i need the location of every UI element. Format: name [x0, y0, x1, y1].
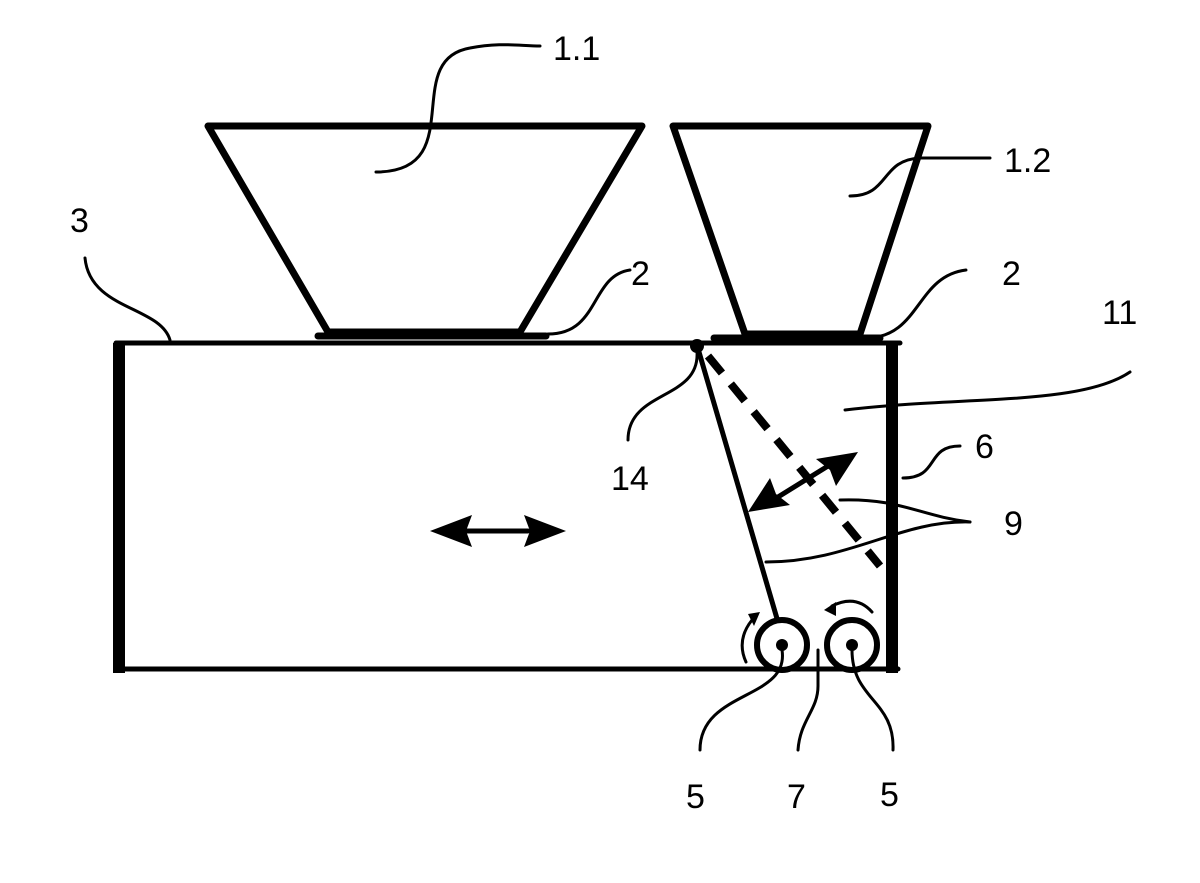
pivot-point — [690, 339, 704, 353]
leader-6 — [901, 444, 962, 480]
label-pivot: 14 — [611, 460, 649, 498]
double-arrow-diagonal-icon — [748, 452, 858, 512]
label-hopper-right: 1.2 — [1004, 142, 1051, 180]
label-hopper-left: 1.1 — [553, 30, 600, 68]
label-outlet-right: 2 — [1002, 255, 1021, 293]
label-frame: 3 — [70, 202, 89, 240]
roller-right — [824, 617, 880, 673]
roller-left — [754, 617, 810, 673]
label-roller-right: 5 — [880, 776, 899, 814]
label-outlet-left: 2 — [631, 255, 650, 293]
hopper-left — [204, 122, 646, 336]
rotation-arrow-right-icon — [824, 599, 874, 616]
hopper-right — [669, 122, 932, 338]
leader-5-left — [698, 648, 784, 752]
leader-5-right — [850, 648, 895, 752]
flap-dashed-position — [704, 353, 884, 569]
leader-7 — [796, 648, 820, 752]
leader-11 — [843, 370, 1132, 412]
label-flap: 9 — [1004, 505, 1023, 543]
label-chamber: 11 — [1102, 294, 1137, 332]
leader-2-left — [546, 268, 632, 336]
double-arrow-horizontal-icon — [430, 515, 566, 547]
leader-9-upper — [838, 498, 972, 524]
leader-1-2 — [848, 156, 992, 198]
leader-1-1 — [374, 43, 542, 174]
flap-solid-position — [696, 349, 781, 625]
label-gap: 7 — [787, 778, 806, 816]
leader-2-right — [864, 268, 968, 340]
rotation-arrow-left-icon — [740, 612, 760, 664]
leader-3 — [83, 256, 172, 342]
leader-14 — [626, 350, 699, 442]
label-wall: 6 — [975, 428, 994, 466]
label-roller-left: 5 — [686, 778, 705, 816]
leader-9-lower — [764, 520, 972, 564]
